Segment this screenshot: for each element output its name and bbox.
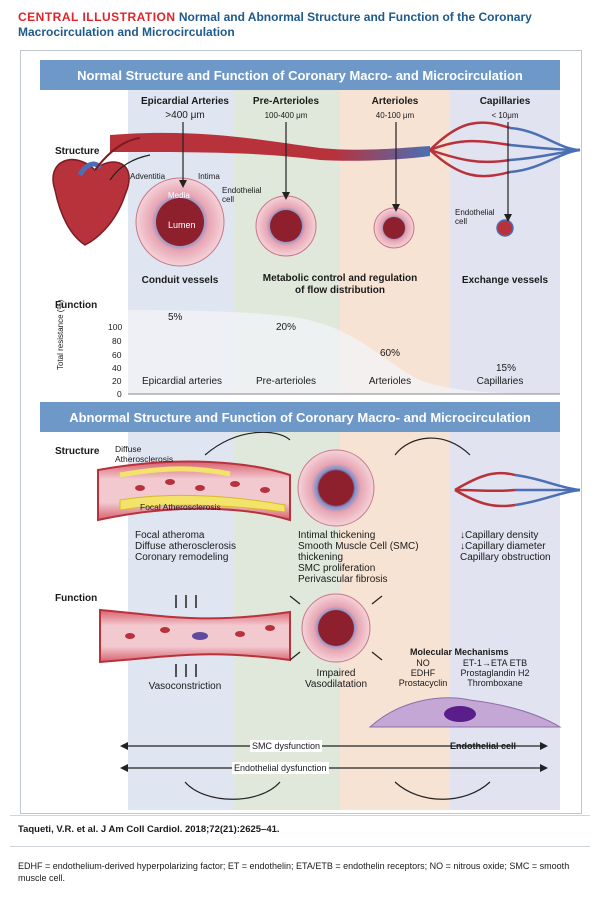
- page-header: CENTRAL ILLUSTRATION Normal and Abnormal…: [18, 10, 588, 40]
- molecular-col2: ET-1→ETA ETB Prostaglandin H2 Thromboxan…: [460, 658, 530, 688]
- ytick: 60: [112, 350, 122, 360]
- pct-epicardial: 5%: [168, 312, 183, 323]
- header-tag: CENTRAL ILLUSTRATION: [18, 10, 176, 24]
- role-exchange: Exchange vessels: [461, 275, 549, 286]
- label-endothelial-cell: Endothelial cell: [450, 741, 517, 751]
- illustration-frame: [20, 50, 582, 814]
- col-arterioles-name: Arterioles: [371, 96, 419, 107]
- pct-arterioles: 60%: [380, 348, 401, 359]
- ytick: 20: [112, 376, 122, 386]
- label-cap-endothelial: Endothelial cell: [455, 208, 495, 226]
- band-capillaries: [450, 90, 560, 394]
- cat-prearterioles: Pre-arterioles: [255, 376, 317, 387]
- label-lumen: Lumen: [168, 220, 196, 230]
- ytick: 100: [108, 322, 123, 332]
- label-smc-dysfunction: SMC dysfunction: [250, 740, 323, 752]
- pct-prearterioles: 20%: [276, 322, 297, 333]
- header-title: Normal and Abnormal Structure and Functi…: [18, 10, 532, 39]
- footnote: EDHF = endothelium-derived hyperpolarizi…: [18, 861, 570, 883]
- molecular-title: Molecular Mechanisms: [410, 647, 509, 657]
- pct-capillaries: 15%: [496, 363, 517, 374]
- col-epicardial-size: >400 μm: [165, 110, 205, 121]
- abnormal-banner: Abnormal Structure and Function of Coron…: [40, 402, 560, 432]
- ytick: 40: [112, 363, 122, 373]
- abnormal-function-label: Function: [55, 593, 98, 604]
- normal-function-label: Function: [55, 300, 98, 311]
- chart-ylabel: Total resistance (%): [56, 299, 65, 370]
- heart-icon: [52, 137, 141, 246]
- col-epicardial-name: Epicardial Arteries: [140, 96, 229, 107]
- divider: [10, 846, 590, 847]
- label-media: Media: [168, 191, 190, 200]
- col-arterioles-size: 40-100 μm: [375, 111, 415, 120]
- ytick: 80: [112, 336, 122, 346]
- cat-arterioles: Arterioles: [368, 376, 412, 387]
- col-prearterioles-name: Pre-Arterioles: [252, 96, 320, 107]
- label-endothelial-dysfunction: Endothelial dysfunction: [232, 762, 329, 774]
- abnormal-structure-label: Structure: [55, 446, 100, 457]
- macro-list: Focal atheroma Diffuse atherosclerosis C…: [135, 530, 236, 563]
- micro-list: Intimal thickening Smooth Muscle Cell (S…: [298, 530, 419, 585]
- molecular-col1: NO EDHF Prostacyclin: [398, 658, 448, 688]
- cat-capillaries: Capillaries: [476, 376, 524, 387]
- capillary-list: ↓Capillary density ↓Capillary diameter C…: [460, 530, 551, 563]
- label-vasoconstriction: Vasoconstriction: [148, 681, 222, 692]
- role-conduit: Conduit vessels: [141, 275, 219, 286]
- col-prearterioles-size: 100-400 μm: [264, 111, 308, 120]
- citation: Taqueti, V.R. et al. J Am Coll Cardiol. …: [18, 824, 280, 835]
- role-metabolic: Metabolic control and regulation of flow…: [262, 273, 418, 296]
- label-intima: Intima: [198, 172, 220, 181]
- col-capillaries-name: Capillaries: [479, 96, 531, 107]
- normal-structure-label: Structure: [55, 146, 100, 157]
- cat-epicardial: Epicardial arteries: [141, 376, 223, 387]
- label-adventitia: Adventitia: [130, 172, 166, 181]
- label-focal: Focal Atherosclerosis: [140, 502, 221, 512]
- label-endothelial: Endothelial cell: [222, 186, 262, 204]
- col-capillaries-size: < 10μm: [491, 111, 519, 120]
- label-diffuse: Diffuse Atherosclerosis: [115, 444, 174, 464]
- divider: [10, 815, 590, 816]
- label-vasodilatation: Impaired Vasodilatation: [304, 668, 368, 690]
- ytick: 0: [117, 389, 122, 399]
- normal-banner: Normal Structure and Function of Coronar…: [40, 60, 560, 90]
